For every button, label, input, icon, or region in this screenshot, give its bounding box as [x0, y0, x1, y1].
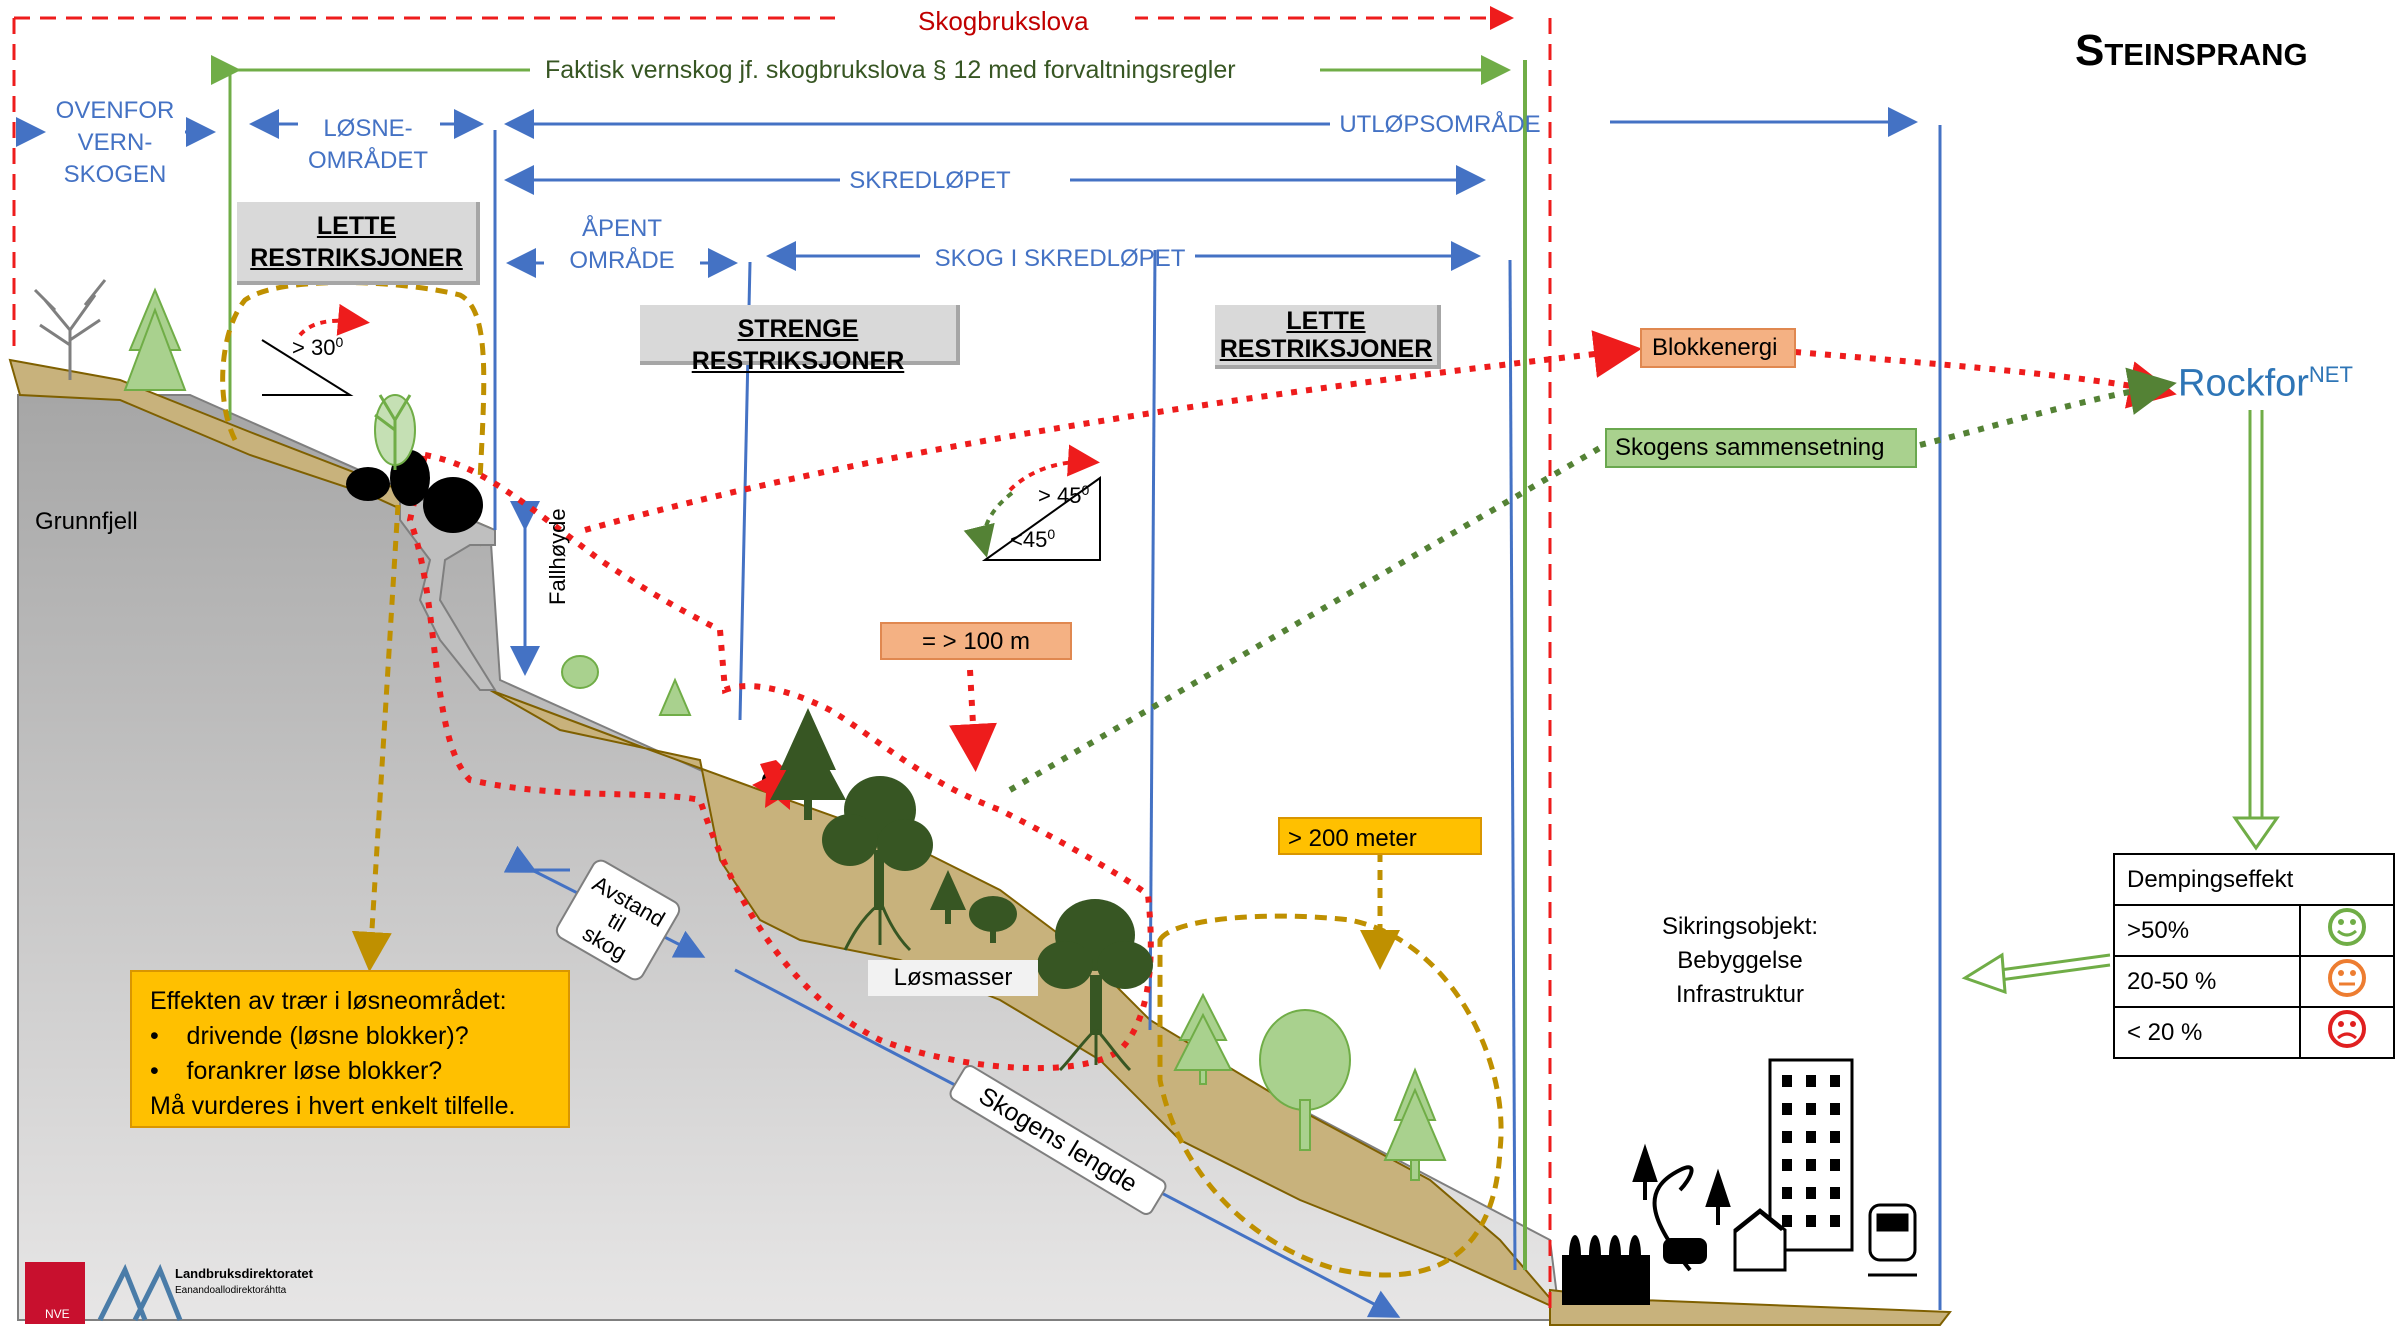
restriction-lette-2: LETTE RESTRIKSJONER [1215, 305, 1441, 369]
vernskog-label: Faktisk vernskog jf. skogbrukslova § 12 … [545, 56, 1236, 84]
zone-ovenfor-3: SKOGEN [64, 161, 167, 188]
restriction-lette-1-line2: RESTRIKSJONER [250, 244, 463, 272]
skogbrukslova-label: Skogbrukslova [918, 6, 1089, 36]
dead-tree-icon [33, 279, 107, 380]
zone-losne-2: OMRÅDET [308, 146, 428, 174]
effekt-box: Effekten av trær i løsneområdet: • drive… [130, 970, 570, 1128]
nve-logo-text: NVE [45, 1307, 70, 1321]
skogens-sammensetning-badge: Skogens sammensetning [1605, 428, 1917, 468]
zone-skog: SKOG I SKREDLØPET [935, 245, 1186, 272]
dempingseffekt-table: Dempingseffekt >50% 20-50 % < 20 % [2113, 853, 2395, 1059]
restriction-strenge-label: STRENGE RESTRIKSJONER [691, 315, 905, 375]
rockfor-text: Rockfor [2178, 362, 2309, 405]
ldir-logo [97, 1263, 183, 1322]
demping-header: Dempingseffekt [2113, 853, 2395, 906]
distance-200-badge: > 200 meter [1278, 817, 1482, 855]
sikring-line2: Bebyggelse [1677, 947, 1803, 974]
forest-dark [770, 708, 1153, 1035]
degree-sup: 0 [335, 334, 343, 350]
rockfor-sup: NET [2308, 362, 2353, 387]
restriction-strenge: STRENGE RESTRIKSJONER [640, 305, 960, 375]
zone-skredlopet: SKREDLØPET [849, 167, 1011, 194]
page-title: Steinsprang [2075, 26, 2308, 75]
blokkenergi-badge: Blokkenergi [1640, 328, 1796, 368]
effekt-heading: Effekten av trær i løsneområdet: [150, 987, 507, 1015]
restriction-lette-2-line2: RESTRIKSJONER [1219, 335, 1433, 363]
angle-30: > 300 [292, 334, 343, 360]
house-icon [1733, 1208, 1787, 1272]
soil-main [489, 689, 1561, 1311]
ldir-sami: Eanandoallodirektoráhtta [175, 1285, 287, 1296]
forest-light [123, 287, 1447, 1181]
utlop-zone-outline [1157, 913, 1504, 1278]
demping-row-2-label: 20-50 % [2113, 955, 2301, 1008]
sikring-line3: Infrastruktur [1675, 981, 1805, 1008]
restriction-lette-1-line1: LETTE [316, 212, 397, 240]
demping-row-1-label: >50% [2113, 904, 2301, 957]
cliff-ledge [399, 488, 497, 691]
crops-icon [1562, 1235, 1650, 1305]
fallhoyde-label: Fallhøyde [545, 508, 570, 605]
effekt-bullet-2: • forankrer løse blokker? [150, 1057, 443, 1085]
restriction-lette-1: LETTE RESTRIKSJONER [237, 202, 480, 285]
losmasser-label: Løsmasser [868, 960, 1038, 996]
effekt-bullet-2-text: forankrer løse blokker? [186, 1057, 443, 1085]
nve-logo [25, 1262, 85, 1324]
rockfornet-logo: RockforNET [2178, 362, 2353, 406]
zone-losne-1: LØSNE- [323, 115, 412, 142]
sikring-line1: Sikringsobjekt: [1661, 913, 1819, 940]
effekt-footer: Må vurderes i hvert enkelt tilfelle. [150, 1092, 516, 1120]
angle-45b: <450 [1010, 526, 1055, 552]
zone-ovenfor-2: VERN- [78, 129, 153, 156]
zone-apent-1: ÅPENT [582, 214, 662, 242]
sad-face-icon [2298, 1006, 2395, 1059]
happy-face-icon [2298, 904, 2395, 957]
degree-sup: 0 [1047, 526, 1055, 542]
effekt-bullet-1: • drivende (løsne blokker)? [150, 1022, 469, 1050]
sikringsobjekt-label: Sikringsobjekt: Bebyggelse Infrastruktur [1640, 910, 1840, 1012]
zone-apent-2: OMRÅDE [569, 246, 674, 274]
zone-ovenfor-1: OVENFOR [56, 97, 175, 124]
ldir-name: Landbruksdirektoratet [175, 1266, 314, 1281]
road-car-icon [1632, 1143, 1731, 1272]
grunnfjell-label: Grunnfjell [35, 508, 138, 535]
demping-row-3-label: < 20 % [2113, 1006, 2301, 1059]
degree-sup: 0 [1081, 482, 1089, 498]
effekt-bullet-1-text: drivende (løsne blokker)? [186, 1022, 469, 1050]
neutral-face-icon [2298, 955, 2395, 1008]
distance-100-badge: = > 100 m [880, 622, 1072, 660]
angle-45a: > 450 [1038, 482, 1089, 508]
zone-utlop: UTLØPSOMRÅDE [1339, 110, 1540, 138]
restriction-lette-2-line1: LETTE [1286, 307, 1366, 335]
train-icon [1868, 1203, 1917, 1277]
